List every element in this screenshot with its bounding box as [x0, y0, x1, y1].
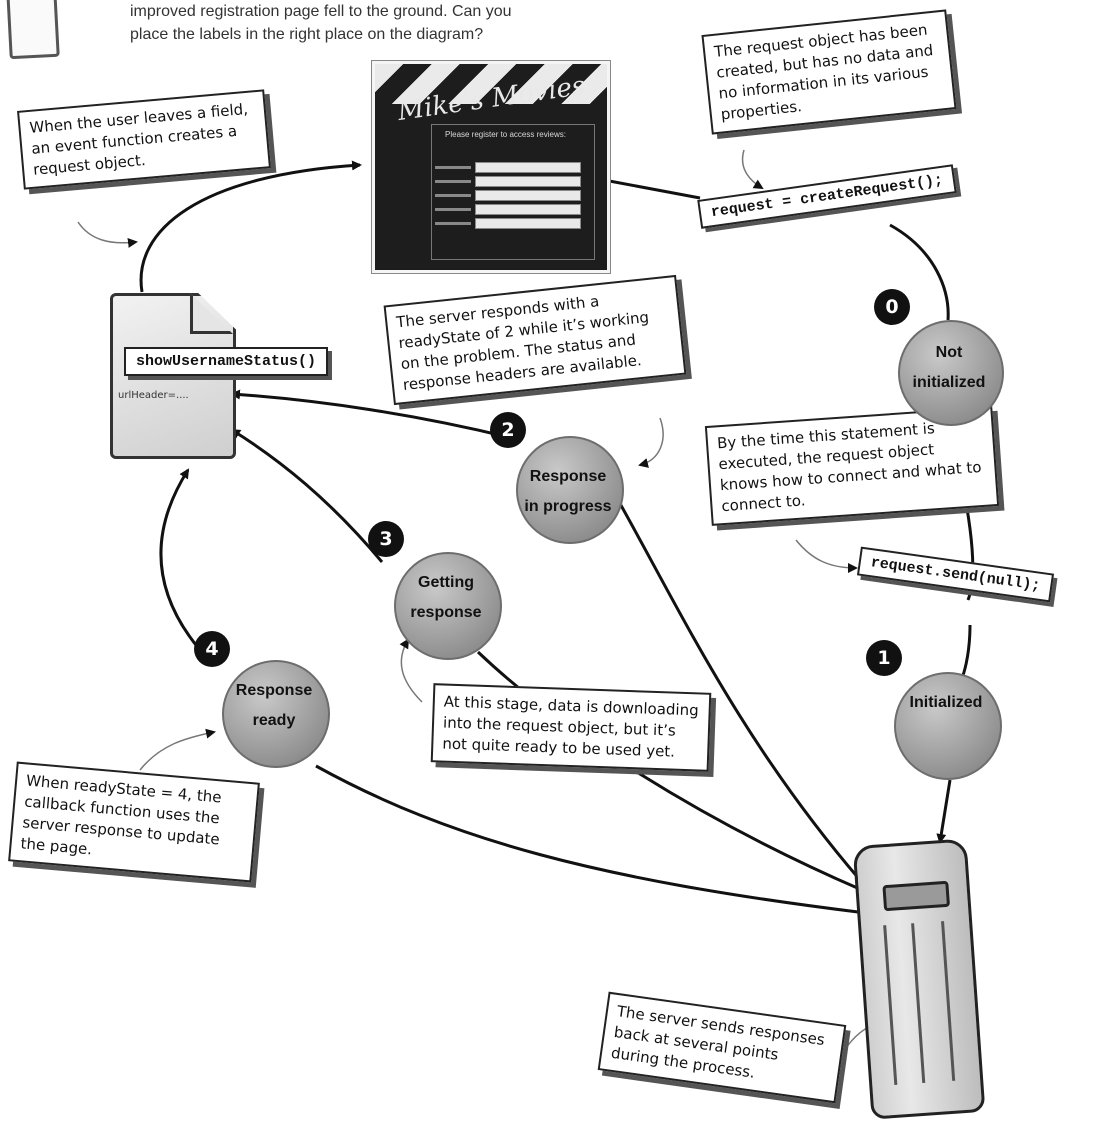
state-3-line-2: response: [410, 604, 482, 621]
state-0-label: Not initialized: [892, 338, 1006, 398]
pointer-ready-state-4: [139, 728, 216, 771]
server-drive-slot: [882, 880, 951, 912]
notepad-icon: [6, 0, 60, 60]
screenshot-field: [475, 190, 581, 201]
line-server-to-state-2: [616, 499, 862, 881]
line-code-to-state-0: [889, 223, 950, 321]
show-username-status-label: showUsernameStatus(): [124, 347, 329, 376]
state-2-line-1: Response: [529, 468, 607, 485]
intro-text: improved registration page fell to the g…: [130, 0, 570, 46]
screenshot-form-frame: [431, 124, 595, 260]
state-1-label: Initialized: [888, 688, 1004, 718]
state-1-badge: 1: [866, 640, 902, 676]
screenshot-field: [475, 162, 581, 173]
state-3-label: Getting response: [388, 568, 504, 628]
server-stripe: [911, 923, 926, 1084]
state-3-circle: [394, 552, 502, 660]
intro-line-1: improved registration page fell to the g…: [130, 3, 512, 20]
state-2-circle: [516, 436, 624, 544]
state-4-line-2: ready: [252, 712, 296, 729]
screenshot-field: [475, 176, 581, 187]
arrow-state-2-to-page: [230, 389, 521, 442]
server-stripe: [883, 925, 898, 1085]
state-3-line-1: Getting: [418, 574, 474, 591]
page-document-icon: [110, 293, 236, 459]
server-icon: [852, 838, 986, 1120]
state-2-label: Response in progress: [508, 462, 628, 522]
screenshot-field: [475, 204, 581, 215]
line-screenshot-to-code: [603, 178, 701, 200]
clapperboard-stripes: [375, 64, 607, 104]
state-4-circle: [222, 660, 330, 768]
server-stripe: [941, 921, 956, 1081]
arrow-state-1-to-server: [936, 779, 952, 844]
page-small-text: urlHeader=....: [118, 390, 189, 401]
screenshot-form-text: Please register to access reviews:: [445, 130, 566, 139]
line-server-to-state-3: [476, 650, 863, 892]
screenshot-field-label: [435, 208, 471, 211]
state-4-line-1: Response: [235, 682, 313, 699]
state-1-line-2: Initialized: [909, 694, 983, 711]
pointer-ready-state-2: [638, 417, 664, 468]
state-0-line-2: initialized: [912, 374, 986, 391]
pointer-request-created: [741, 149, 764, 190]
arrow-page-to-screenshot: [139, 160, 362, 293]
state-2-line-2: in progress: [524, 498, 612, 515]
pointer-statement-executed: [795, 539, 858, 573]
screenshot-field-label: [435, 180, 471, 183]
registration-page-screenshot: Mike's Movies Please register to access …: [372, 61, 610, 273]
state-0-badge: 0: [874, 289, 910, 325]
screenshot-field: [475, 218, 581, 229]
arrow-state-4-to-page: [159, 468, 202, 651]
line-server-to-state-4: [315, 764, 859, 914]
state-0-line-1: Not: [935, 344, 963, 361]
screenshot-field-label: [435, 194, 471, 197]
state-1-circle: [894, 672, 1002, 780]
pointer-event-function: [77, 221, 138, 248]
state-0-circle: [898, 320, 1004, 426]
screenshot-field-label: [435, 166, 471, 169]
screenshot-field-label: [435, 222, 471, 225]
state-2-badge: 2: [490, 412, 526, 448]
note-stage-3: At this stage, data is downloading into …: [430, 683, 712, 772]
note-ready-state-4: When readyState = 4, the callback functi…: [8, 761, 260, 883]
state-4-label: Response ready: [216, 676, 332, 736]
pointer-stage-3: [399, 638, 423, 703]
arrow-state-3-to-page: [230, 428, 384, 563]
intro-line-2: place the labels in the right place on t…: [130, 26, 484, 43]
state-3-badge: 3: [368, 521, 404, 557]
state-4-badge: 4: [194, 631, 230, 667]
